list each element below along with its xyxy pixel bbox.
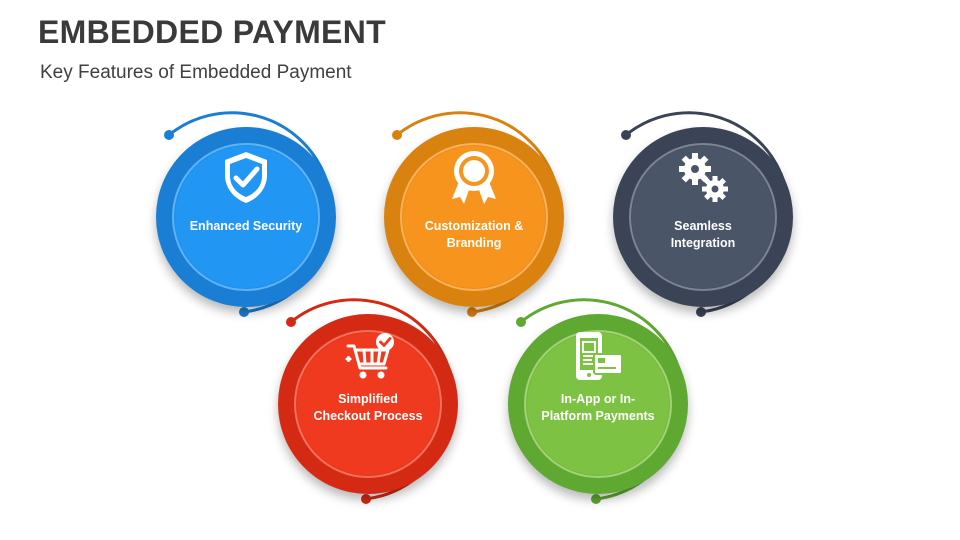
feature-label: Customization & Branding [424, 219, 524, 250]
award-badge-icon [452, 151, 496, 204]
feature-label: Seamless Integration [670, 219, 736, 250]
shopping-cart-check-icon [345, 333, 394, 379]
phone-card-icon [576, 332, 623, 380]
feature-inner-circle [294, 330, 442, 478]
feature-label: In-App or In-Platform Payments [541, 392, 655, 423]
gears-icon [679, 153, 728, 202]
page-subtitle: Key Features of Embedded Payment [40, 62, 352, 83]
shield-check-icon [225, 152, 267, 203]
feature-label: Simplified Checkout Process [313, 392, 423, 423]
page-title: EMBEDDED PAYMENT [38, 14, 386, 50]
feature-label: Enhanced Security [189, 219, 303, 233]
